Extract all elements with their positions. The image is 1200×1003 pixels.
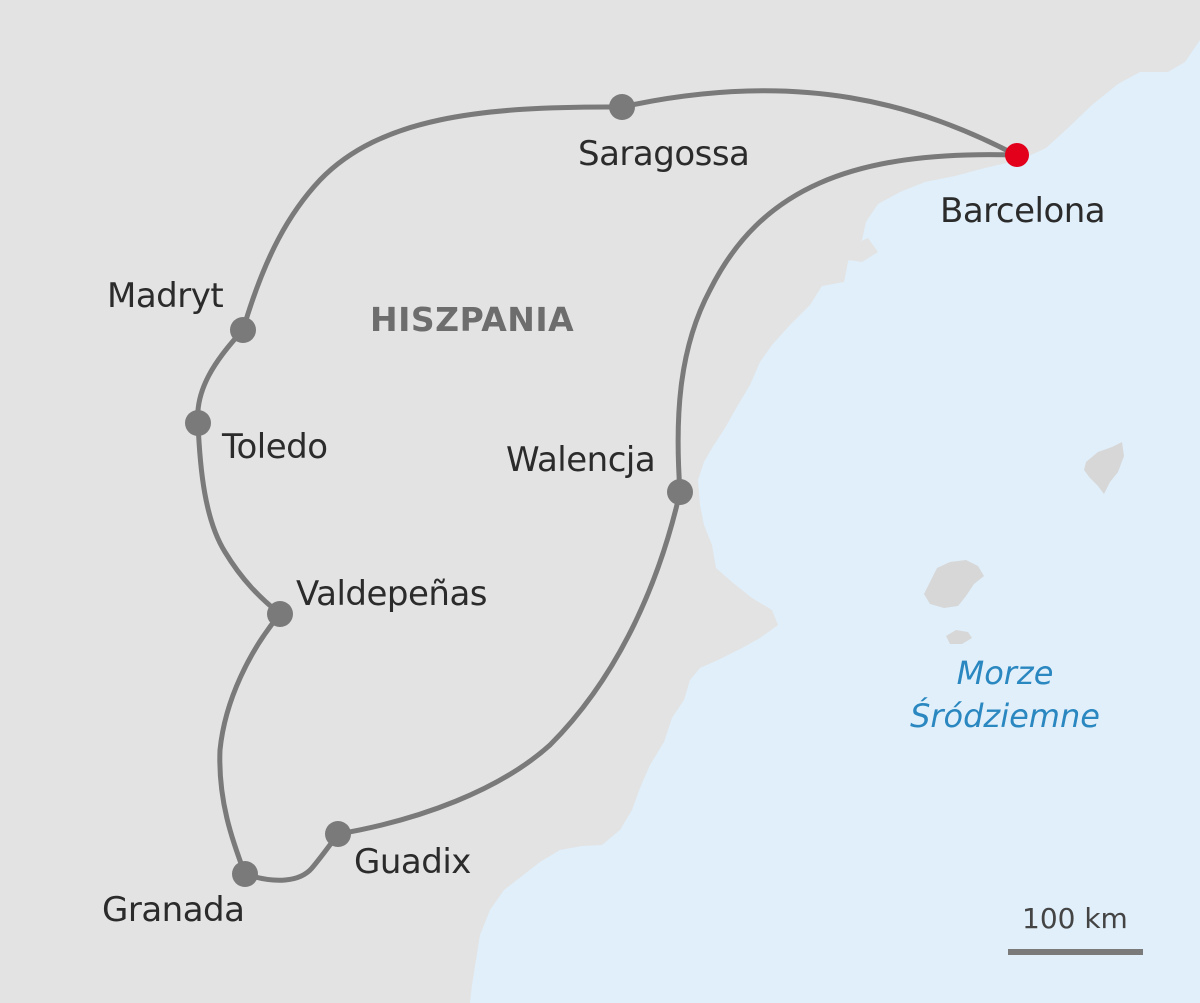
city-label-saragossa: Saragossa <box>578 134 750 174</box>
stop-marker-walencja <box>667 479 693 505</box>
city-label-madryt: Madryt <box>107 276 224 316</box>
city-label-walencja: Walencja <box>506 440 656 480</box>
city-label-guadix: Guadix <box>354 842 471 882</box>
sea-label: Morze Śródziemne <box>900 652 1110 738</box>
island-ibiza <box>946 630 972 644</box>
stop-marker-madryt <box>230 317 256 343</box>
stop-marker-barcelona <box>1005 143 1029 167</box>
stop-marker-toledo <box>185 410 211 436</box>
stops-layer <box>185 94 1029 887</box>
country-label: HISZPANIA <box>370 300 575 339</box>
city-label-barcelona: Barcelona <box>940 191 1106 231</box>
city-label-toledo: Toledo <box>222 427 328 467</box>
stop-marker-valdepenas <box>267 601 293 627</box>
land-delta <box>846 238 878 262</box>
stop-marker-granada <box>232 861 258 887</box>
city-label-granada: Granada <box>102 890 245 930</box>
sea-label-line2: Śródziemne <box>910 697 1100 736</box>
stop-marker-guadix <box>325 821 351 847</box>
island-majorca <box>924 560 984 608</box>
scale-label: 100 km <box>1022 902 1128 935</box>
stop-marker-saragossa <box>609 94 635 120</box>
sea-label-line1: Morze <box>956 654 1054 692</box>
island-minorca <box>1084 442 1124 494</box>
city-label-valdepenas: Valdepeñas <box>296 574 488 614</box>
